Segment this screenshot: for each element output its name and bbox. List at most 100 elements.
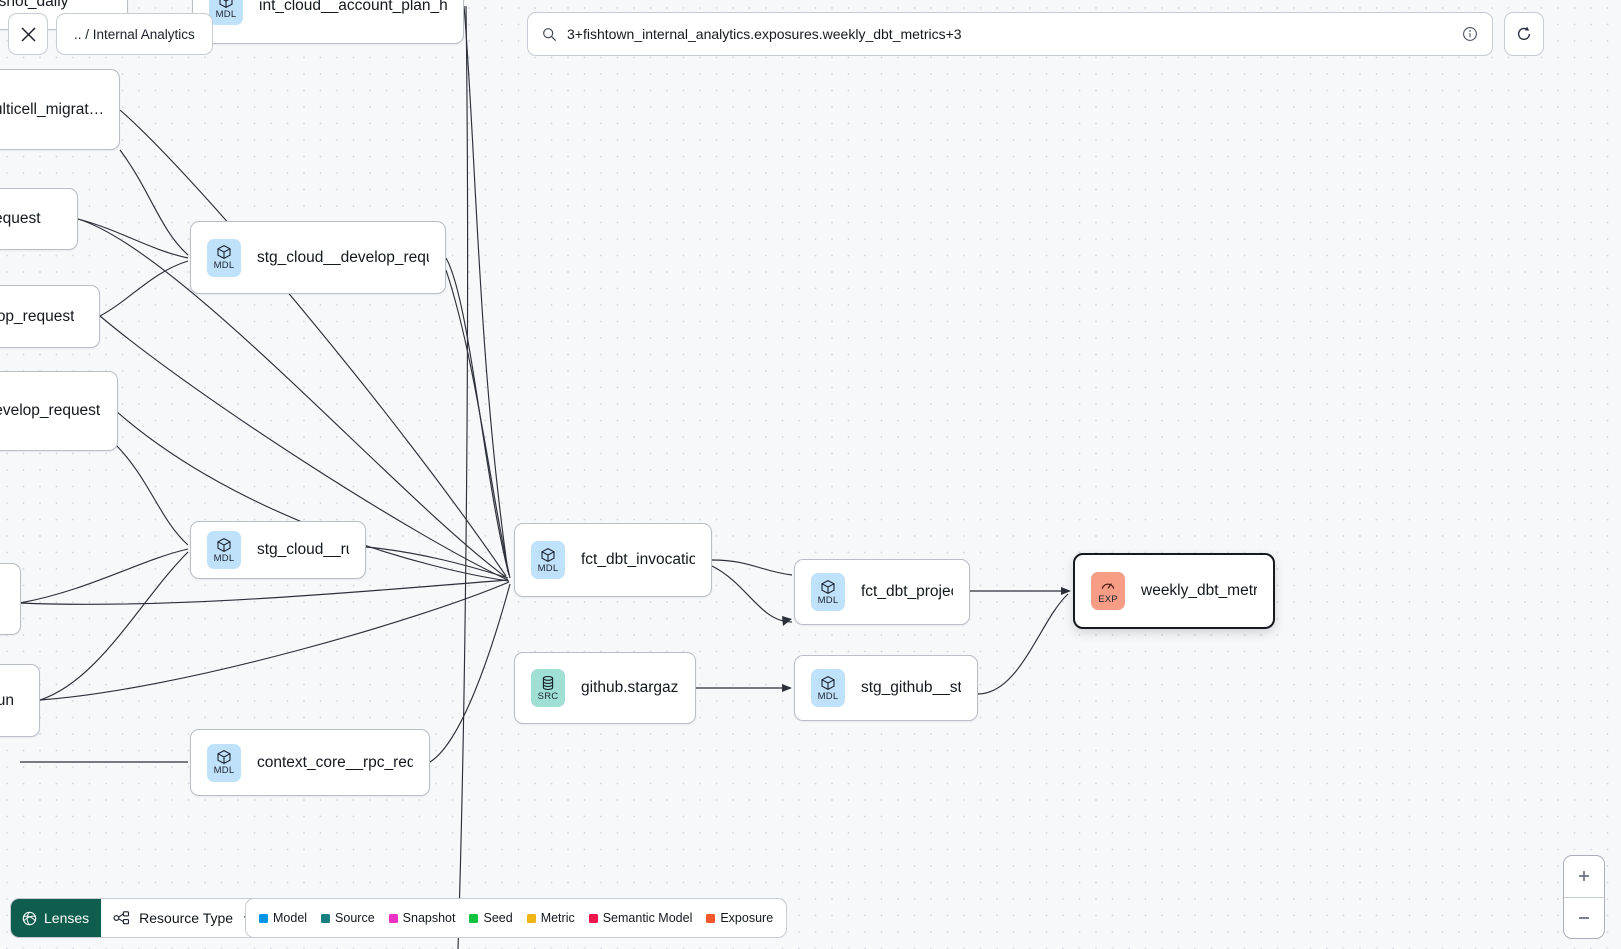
graph-node[interactable]: MDL int_cloud__account_plan_history — [192, 0, 464, 44]
resource-type-legend: Model Source Snapshot Seed Metric Semantic Mo… — [245, 898, 788, 938]
node-label: _run — [0, 691, 15, 709]
cube-icon — [219, 0, 233, 8]
lenses-label: Lenses — [44, 910, 90, 926]
graph-node[interactable]: MDL fct_dbt_projects — [794, 559, 970, 625]
graph-node[interactable]: MDL stg_cloud__runs — [190, 521, 366, 579]
resource-type-button[interactable]: Resource Type — [101, 899, 267, 937]
cube-icon — [821, 579, 835, 594]
cube-icon — [217, 750, 231, 765]
legend-swatch-icon — [388, 913, 398, 923]
graph-node[interactable]: EXP weekly_dbt_metrics — [1073, 553, 1275, 629]
legend-item[interactable]: Seed — [469, 911, 513, 925]
gauge-icon — [1101, 583, 1115, 589]
resource-type-label: Resource Type — [139, 910, 234, 926]
breadcrumb-label: .. / Internal Analytics — [74, 26, 195, 42]
graph-node[interactable]: MDL context_core__rpc_request — [190, 729, 430, 796]
graph-node[interactable]: MDL stg_github__stars — [794, 655, 978, 721]
legend-swatch-icon — [588, 913, 598, 923]
legend-swatch-icon — [706, 913, 716, 923]
node-type-tag: SRC — [537, 690, 559, 702]
node-type-badge-src: SRC — [531, 669, 565, 707]
graph-node[interactable]: SRC github.stargazers — [514, 652, 696, 724]
graph-node[interactable]: MDLvelop_request — [0, 285, 100, 348]
info-icon[interactable] — [1462, 26, 1478, 42]
breadcrumb[interactable]: .. / Internal Analytics — [56, 13, 213, 55]
node-label: stg_cloud__runs — [257, 541, 349, 558]
node-label: weekly_dbt_metrics — [1141, 582, 1257, 599]
legend-label: Snapshot — [402, 911, 456, 925]
database-icon — [542, 675, 554, 690]
node-label: fct_dbt_projects — [861, 583, 953, 600]
graph-node[interactable]: MDLop_request — [0, 188, 78, 250]
node-type-badge-exp: EXP — [1091, 572, 1125, 610]
cube-icon — [217, 537, 231, 552]
legend-swatch-icon — [259, 913, 268, 923]
lenses-button[interactable]: Lenses — [11, 899, 102, 937]
legend-item[interactable]: Metric — [526, 911, 575, 925]
close-button[interactable] — [8, 13, 48, 55]
lens-aperture-icon — [22, 911, 37, 925]
zoom-in-button[interactable] — [1564, 856, 1604, 898]
graph-node[interactable]: MDL_develop_request — [0, 371, 118, 451]
node-label: context_core__rpc_request — [257, 753, 413, 771]
node-type-tag: MDL — [817, 594, 839, 606]
graph-node[interactable]: MDL stg_cloud__develop_requests — [190, 221, 446, 294]
graph-node[interactable]: MDL_run — [0, 664, 40, 737]
graph-node[interactable]: MDLn — [0, 563, 21, 635]
legend-label: Semantic Model — [602, 911, 693, 925]
cube-icon — [821, 675, 835, 690]
legend-item[interactable]: Model — [259, 911, 307, 925]
legend-item[interactable]: Exposure — [706, 911, 773, 925]
node-label: multicell_migrat… — [0, 100, 103, 118]
node-type-badge-mdl: MDL — [207, 743, 241, 782]
close-icon — [20, 26, 36, 42]
graph-node[interactable]: MDLmulticell_migrat… — [0, 69, 120, 150]
node-type-tag: MDL — [817, 690, 839, 702]
node-label: snapshot_daily — [0, 0, 69, 10]
node-type-badge-mdl: MDL — [811, 573, 845, 611]
legend-label: Model — [273, 911, 308, 925]
node-label: int_cloud__account_plan_history — [259, 0, 447, 14]
legend-label: Exposure — [720, 911, 774, 925]
graph-node[interactable]: MDL fct_dbt_invocations — [514, 523, 712, 597]
node-type-tag: MDL — [537, 562, 559, 574]
node-label: github.stargazers — [581, 679, 679, 696]
nodes-hierarchy-icon — [113, 911, 130, 925]
legend-item[interactable]: Snapshot — [388, 911, 456, 925]
search-icon — [543, 27, 557, 41]
plus-icon — [1579, 871, 1589, 882]
legend-label: Seed — [483, 911, 513, 925]
legend-label: Metric — [540, 911, 575, 925]
search-input[interactable]: 3+fishtown_internal_analytics.exposures.… — [567, 26, 962, 42]
legend-swatch-icon — [526, 913, 536, 923]
node-type-badge-mdl: MDL — [209, 0, 243, 25]
zoom-out-button[interactable] — [1564, 898, 1604, 939]
legend-swatch-icon — [469, 913, 479, 923]
refresh-icon — [1517, 26, 1531, 40]
zoom-controls — [1563, 855, 1605, 939]
node-label: fct_dbt_invocations — [581, 551, 695, 568]
refresh-button[interactable] — [1504, 12, 1544, 56]
node-type-badge-mdl: MDL — [207, 238, 241, 277]
node-label: op_request — [0, 210, 41, 227]
node-type-tag: EXP — [1098, 593, 1118, 605]
node-type-tag: MDL — [213, 765, 235, 777]
legend-item[interactable]: Semantic Model — [588, 911, 693, 925]
minus-icon — [1579, 916, 1589, 919]
cube-icon — [541, 547, 555, 562]
node-type-badge-mdl: MDL — [207, 531, 241, 569]
lens-toolbar: Lenses Resource Type — [10, 898, 268, 938]
cube-icon — [217, 245, 231, 260]
legend-item[interactable]: Source — [321, 911, 375, 925]
node-type-badge-mdl: MDL — [531, 541, 565, 579]
search-bar[interactable]: 3+fishtown_internal_analytics.exposures.… — [527, 12, 1493, 56]
node-label: velop_request — [0, 307, 75, 325]
node-label: stg_github__stars — [861, 679, 961, 696]
node-type-badge-mdl: MDL — [811, 669, 845, 707]
legend-swatch-icon — [321, 913, 331, 923]
node-type-tag: MDL — [215, 8, 237, 20]
node-label: stg_cloud__develop_requests — [257, 248, 429, 266]
legend-label: Source — [335, 911, 375, 925]
